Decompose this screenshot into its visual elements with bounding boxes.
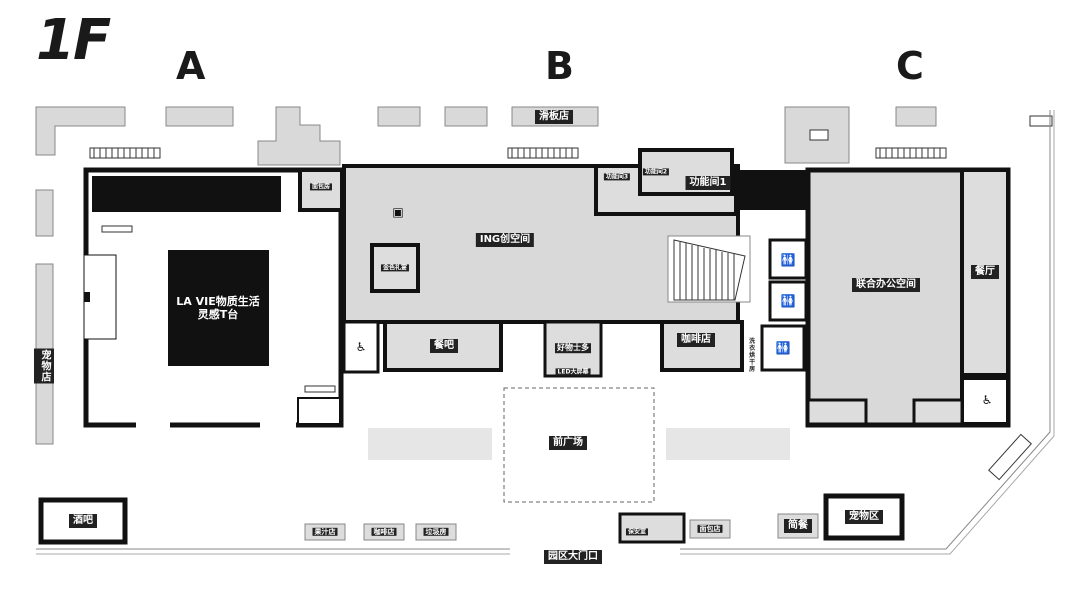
security-room-label[interactable]: 保安室 (625, 528, 649, 536)
led-screen-label[interactable]: LED大屏幕 (555, 368, 591, 376)
floor-label: 1F (36, 8, 111, 73)
restroom-icon: 🚻 (780, 253, 796, 267)
exterior-block (257, 106, 341, 166)
restaurant-label[interactable]: 餐厅 (971, 265, 999, 279)
exterior-block (165, 106, 234, 127)
zone-c-label: C (896, 44, 924, 88)
skateboard-shop-label[interactable]: 滑板店 (535, 110, 573, 124)
restroom-icon: 🚻 (775, 341, 791, 355)
main-gate-label[interactable]: 园区大门口 (544, 550, 602, 564)
pet-shop-label[interactable]: 宠物店 (34, 348, 54, 384)
ing-space-label[interactable]: ING创空间 (475, 233, 535, 247)
door-icon: ▣ (392, 205, 404, 219)
func-room-3-label[interactable]: 功能间3 (603, 173, 631, 181)
accessible-icon: ♿ (981, 393, 993, 407)
exterior-block (377, 106, 421, 127)
light-meal-label[interactable]: 简餐 (784, 519, 812, 533)
accessible-icon: ♿ (355, 340, 367, 354)
laundry-label: 洗衣烘干房 (747, 337, 755, 373)
exterior-block (35, 106, 126, 156)
exterior-block (895, 106, 937, 127)
juice-shop-label[interactable]: 果汁店 (312, 527, 338, 537)
exterior-block (35, 189, 54, 237)
coffee-shop-label[interactable]: 咖啡店 (371, 527, 397, 537)
zone-a-label: A (176, 44, 206, 88)
lavie-label[interactable]: LA VIE物质生活 灵感T台 (176, 294, 260, 321)
front-plaza-label[interactable]: 前广场 (549, 436, 587, 450)
haowushiduo-label[interactable]: 好物士多 (555, 343, 591, 353)
cafe-label[interactable]: 咖啡店 (677, 333, 715, 347)
gold-gift-label[interactable]: 金色礼宴 (380, 264, 410, 272)
func-room-2-label[interactable]: 功能间2 (642, 168, 670, 176)
garbage-room-label[interactable]: 垃圾房 (423, 527, 449, 537)
bakery-label[interactable]: 面包店 (697, 524, 723, 534)
bar-label[interactable]: 酒吧 (69, 514, 97, 528)
zone-b-label: B (545, 44, 574, 88)
dining-bar-label[interactable]: 餐吧 (430, 339, 458, 353)
restroom-icon: 🚻 (780, 294, 796, 308)
bread-room-label[interactable]: 面包房 (309, 183, 333, 191)
exterior-block (444, 106, 488, 127)
pet-zone-label[interactable]: 宠物区 (845, 510, 883, 524)
func-room-1-label[interactable]: 功能间1 (685, 176, 731, 190)
shared-office-label[interactable]: 联合办公空间 (852, 278, 920, 292)
